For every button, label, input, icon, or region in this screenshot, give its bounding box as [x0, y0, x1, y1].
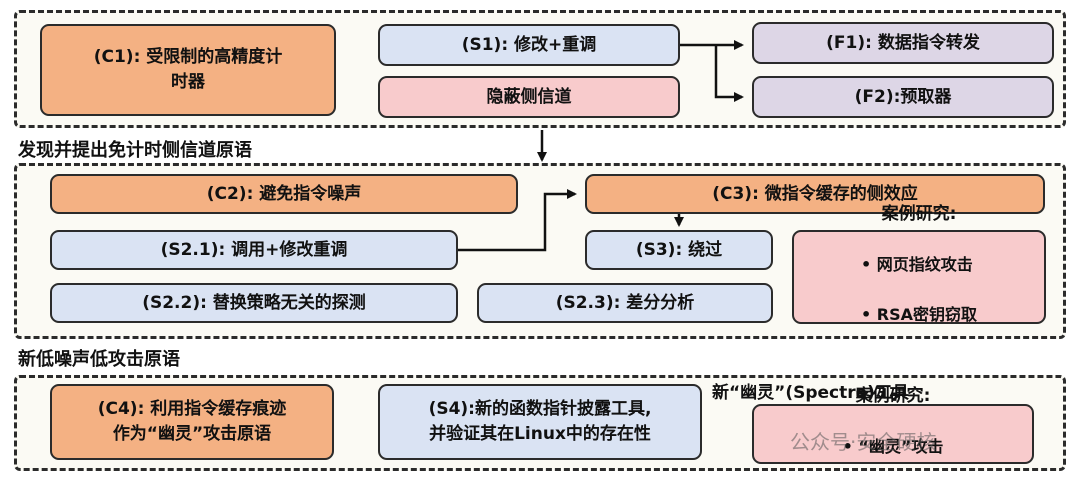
- section-label-timerless-primitive: 发现并提出免计时侧信道原语: [18, 140, 252, 161]
- case-study-title: 案例研究:: [855, 385, 931, 406]
- box-c3: (C3): 微指令缓存的侧效应: [585, 174, 1045, 214]
- box-hidden-channel: 隐蔽侧信道: [378, 76, 680, 118]
- box-s2-3: (S2.3): 差分分析: [477, 283, 773, 323]
- box-s3: (S3): 绕过: [585, 230, 773, 270]
- case-study-box-1: 案例研究: 网页指纹攻击 RSA密钥窃取: [792, 204, 1046, 324]
- box-s2-1: (S2.1): 调用+修改重调: [50, 230, 458, 270]
- case-study-item: RSA密钥窃取: [861, 303, 977, 328]
- case-study-item: “幽灵”攻击: [843, 435, 943, 460]
- box-c2: (C2): 避免指令噪声: [50, 174, 518, 214]
- box-c1: (C1): 受限制的高精度计 时器: [40, 24, 336, 116]
- section-label-low-noise-primitive: 新低噪声低攻击原语: [18, 349, 180, 370]
- box-c4: (C4): 利用指令缓存痕迹 作为“幽灵”攻击原语: [50, 384, 334, 460]
- watermark: 公众号·安全硬核: [790, 430, 937, 454]
- case-study-item: 网页指纹攻击: [861, 253, 977, 278]
- case-study-list: “幽灵”攻击: [843, 410, 943, 484]
- case-study-list: 网页指纹攻击 RSA密钥窃取: [861, 229, 977, 353]
- case-study-title: 案例研究:: [881, 203, 957, 224]
- box-f2: (F2):预取器: [752, 76, 1054, 118]
- box-f1: (F1): 数据指令转发: [752, 22, 1054, 64]
- arrow-s21-to-c3: [458, 189, 577, 252]
- box-s4: (S4):新的函数指针披露工具, 并验证其在Linux中的存在性: [378, 384, 702, 460]
- box-s2-2: (S2.2): 替换策略无关的探测: [50, 283, 458, 323]
- spectre-tool-label: 新“幽灵”(Spectre)工具: [712, 383, 909, 403]
- case-study-box-2: 案例研究: “幽灵”攻击: [752, 386, 1034, 464]
- box-s1: (S1): 修改+重调: [378, 24, 680, 66]
- arrow-s1-to-f2: [714, 45, 744, 102]
